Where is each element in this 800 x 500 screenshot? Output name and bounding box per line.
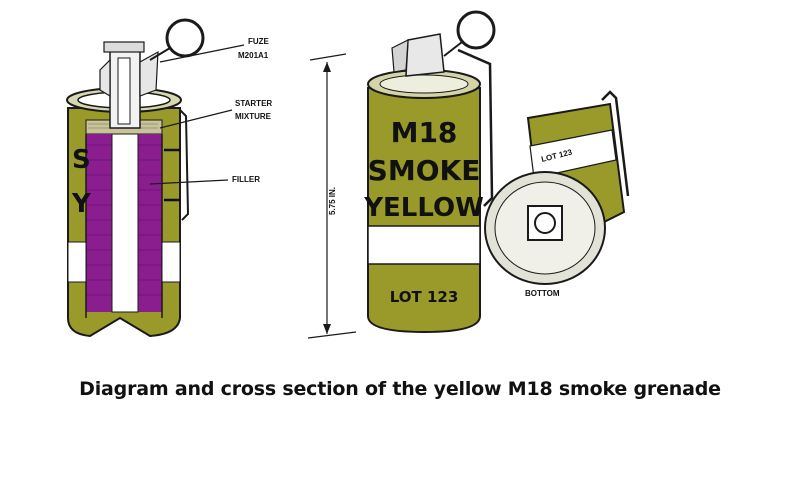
fuze-assembly (99, 41, 159, 129)
label-dimension: 5.75 IN. (328, 187, 337, 215)
canister-white-band (367, 225, 481, 265)
pull-ring-canister (456, 10, 496, 50)
label-bottom: BOTTOM (525, 289, 560, 298)
canister-front-view: M18 SMOKE YELLOW LOT 123 (363, 10, 496, 334)
label-starter: STARTER (235, 99, 272, 108)
label-fuze-model: M201A1 (238, 51, 269, 60)
pull-ring-link (149, 47, 171, 61)
canister-fuze-head (405, 33, 445, 77)
spoon-lever-bottom (601, 90, 630, 197)
figure-caption: Diagram and cross section of the yellow … (79, 378, 721, 400)
label-fuze: FUZE (248, 37, 270, 46)
canister-label-yellow: YELLOW (363, 193, 484, 223)
filler-right (138, 134, 162, 312)
side-letter-y: Y (71, 189, 92, 219)
pull-ring-left (165, 18, 205, 58)
cross-section-white-band-right (161, 241, 181, 283)
canister-fuze-side (391, 38, 409, 73)
canister-label-smoke: SMOKE (368, 154, 481, 187)
canister-body (367, 87, 481, 334)
pull-ring-canister-link (443, 41, 463, 57)
filler-left (86, 134, 112, 312)
cross-section-view: S Y (66, 18, 205, 338)
bottom-view-band (529, 129, 617, 179)
cross-section-white-band (67, 241, 87, 283)
canister-label-m18: M18 (391, 116, 458, 149)
label-mixture: MIXTURE (235, 112, 272, 121)
dimension-indicator: 5.75 IN. (307, 53, 357, 339)
spoon-lever-canister (457, 48, 494, 207)
side-letter-s: S (72, 145, 91, 175)
spoon-lever-left (179, 109, 190, 221)
cut-edges (85, 134, 163, 318)
central-core (111, 133, 139, 313)
canister-top-inner (379, 74, 469, 94)
filler-texture (86, 144, 162, 296)
side-letter-fragments (164, 148, 180, 202)
canister-label-lot: LOT 123 (390, 288, 459, 306)
canister-bottom-view: LOT 123 BOTTOM (484, 90, 630, 298)
label-filler: FILLER (232, 175, 260, 184)
bottom-view-hole (534, 212, 556, 234)
leader-lines (149, 44, 245, 185)
